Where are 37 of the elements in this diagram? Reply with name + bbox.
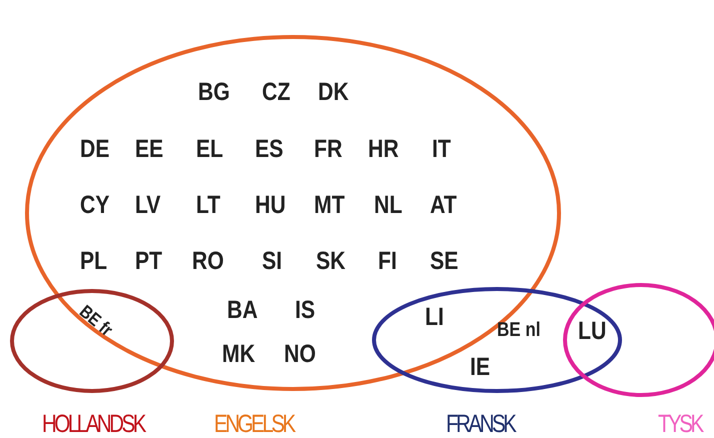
- country-code: SI: [262, 249, 282, 274]
- country-code: MK: [222, 342, 256, 367]
- country-code: FR: [314, 137, 342, 162]
- country-code: PL: [80, 249, 108, 274]
- country-code: NL: [374, 193, 402, 218]
- country-code: CY: [80, 193, 110, 218]
- country-code: IS: [295, 298, 316, 323]
- country-code: RO: [192, 249, 224, 274]
- country-code: FI: [378, 249, 397, 274]
- country-code: DE: [80, 137, 110, 162]
- country-code: IT: [432, 137, 451, 162]
- country-code: EL: [196, 137, 224, 162]
- country-code: PT: [135, 249, 162, 274]
- country-code: LU: [578, 319, 606, 344]
- country-code: HR: [368, 137, 399, 162]
- country-code: LT: [196, 193, 220, 218]
- country-code: IE: [470, 355, 490, 380]
- country-code: ES: [255, 137, 284, 162]
- country-code: CZ: [262, 80, 290, 105]
- set-heading: FRANSK: [446, 412, 514, 437]
- set-heading: ENGELSK: [214, 412, 294, 437]
- country-code: EE: [135, 137, 164, 162]
- country-code: BE fr: [76, 302, 116, 340]
- country-code: LI: [425, 305, 444, 330]
- country-code: BA: [227, 298, 258, 323]
- country-code: MT: [314, 193, 345, 218]
- country-code: BG: [198, 80, 230, 105]
- country-code: NO: [284, 342, 316, 367]
- country-code: HU: [255, 193, 286, 218]
- country-code: LV: [135, 193, 161, 218]
- set-heading: HOLLANDSK: [42, 412, 144, 437]
- country-code: AT: [430, 193, 457, 218]
- country-code: SK: [316, 249, 346, 274]
- country-code: SE: [430, 249, 458, 274]
- country-code: DK: [318, 80, 349, 105]
- country-code: BE nl: [497, 320, 540, 340]
- set-heading: TYSK: [658, 412, 702, 437]
